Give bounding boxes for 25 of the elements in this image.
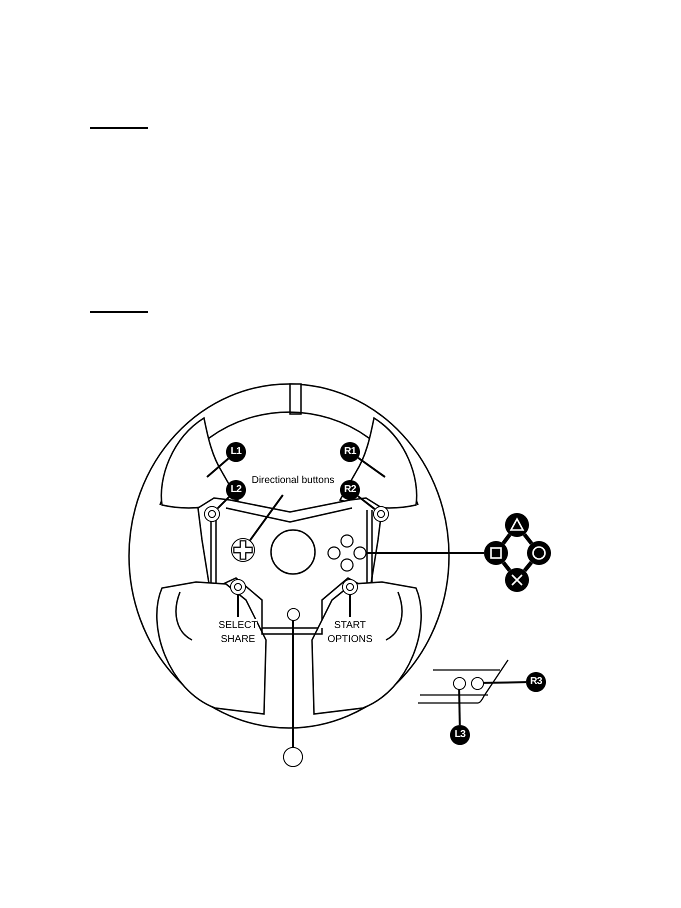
connector-line [522, 533, 534, 545]
callout-badge: L3 [450, 725, 470, 745]
leader-line [483, 681, 526, 684]
connector-line [502, 533, 512, 545]
leader-line [249, 494, 284, 541]
leader-line [458, 689, 461, 726]
connector-line [502, 561, 512, 572]
symbol-badge [484, 541, 508, 565]
leader-line [358, 457, 386, 478]
leader-line [292, 620, 294, 747]
symbol-badge [527, 541, 551, 565]
symbol-badge [505, 568, 529, 592]
connector-line [523, 561, 533, 572]
leader-line [357, 495, 376, 510]
callout-badge: R3 [526, 672, 546, 692]
round-button [452, 676, 466, 690]
leader-line [237, 595, 239, 617]
round-button [283, 747, 303, 767]
symbol-badge [505, 513, 529, 537]
leader-line [349, 595, 351, 617]
leader-line [216, 496, 230, 510]
face-buttons [327, 534, 367, 572]
round-button [470, 676, 484, 690]
leader-line [367, 552, 484, 554]
leader-line [206, 458, 230, 478]
